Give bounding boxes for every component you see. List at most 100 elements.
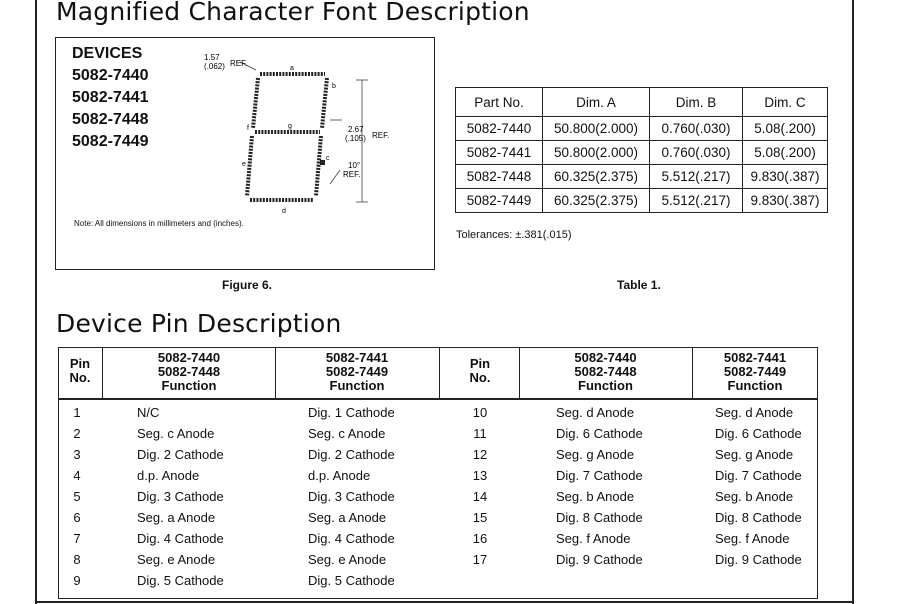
pin-function: Seg. b Anode — [556, 489, 635, 504]
devices-label: DEVICES — [72, 45, 143, 62]
seg-label-b: b — [332, 83, 336, 90]
pin-number: 8 — [73, 552, 81, 567]
segment-b — [320, 77, 329, 129]
dim-right-ref: REF. — [372, 131, 389, 140]
segment-dp — [320, 160, 325, 165]
header-func-7440: 5082-7440 5082-7448 Function — [104, 351, 274, 393]
seg-label-d: d — [282, 208, 286, 215]
dim-right-value: 2.67 — [348, 125, 364, 134]
dim-top-inch: (.062) — [204, 62, 225, 71]
dim-top-value: 1.57 — [204, 53, 220, 62]
pin-function: Dig. 3 Cathode — [137, 489, 224, 504]
cell: 0.760(.030) — [649, 116, 743, 141]
pin-function: Dig. 8 Cathode — [715, 510, 802, 525]
cell: 5082-7440 — [455, 116, 543, 141]
pin-function: d.p. Anode — [137, 468, 200, 483]
device-part: 5082-7448 — [72, 111, 149, 128]
pin-number: 4 — [73, 468, 81, 483]
pin-function: Seg. b Anode — [715, 489, 794, 504]
table-row: 5082-7449 60.325(2.375) 5.512(.217) 9.83… — [455, 188, 828, 213]
figure-box — [55, 37, 435, 270]
cell: 60.325(2.375) — [542, 188, 650, 213]
table-caption: Table 1. — [617, 278, 661, 292]
seven-segment-diagram: 1.57 (.062) REF. 2.67 (.105) REF. 10° RE… — [204, 53, 389, 215]
pin-function: Dig. 7 Cathode — [715, 468, 802, 483]
header-pin-no: Pin No. — [69, 356, 91, 385]
pin-number: 3 — [73, 447, 81, 462]
header-line: 5082-7448 — [574, 364, 637, 379]
pin-function: Dig. 4 Cathode — [137, 531, 224, 546]
header-line: 5082-7440 — [574, 350, 637, 365]
pin-function: Dig. 2 Cathode — [137, 447, 224, 462]
header-func-7441: 5082-7441 5082-7449 Function — [276, 351, 438, 393]
cell: 50.800(2.000) — [542, 116, 650, 141]
pin-number: 12 — [472, 447, 488, 462]
header-line: Function — [578, 378, 633, 393]
segment-c — [314, 135, 323, 197]
pin-function: Dig. 5 Cathode — [308, 573, 395, 588]
pin-function: Dig. 6 Cathode — [556, 426, 643, 441]
pin-function: Seg. f Anode — [715, 531, 790, 546]
seg-label-c: c — [326, 155, 330, 162]
pin-function: Seg. a Anode — [308, 510, 387, 525]
pin-number: 11 — [473, 426, 487, 441]
page-right-border — [852, 0, 854, 604]
pin-number: 17 — [472, 552, 488, 567]
header-line: Function — [161, 378, 217, 393]
pin-function: Seg. d Anode — [715, 405, 794, 420]
header-dim-a: Dim. A — [542, 87, 650, 117]
dim-top-ref: REF. — [230, 59, 247, 68]
pin-number: 9 — [73, 573, 81, 588]
pin-number: 6 — [73, 510, 81, 525]
page-bottom-border — [35, 601, 854, 603]
font-description-heading: Magnified Character Font Description — [56, 0, 530, 26]
table-row: 5082-7440 50.800(2.000) 0.760(.030) 5.08… — [455, 116, 828, 141]
pin-number: 5 — [73, 489, 81, 504]
pin-function: Dig. 5 Cathode — [137, 573, 224, 588]
pin-description-heading: Device Pin Description — [56, 309, 342, 338]
seg-label-g: g — [288, 123, 292, 130]
pin-function: d.p. Anode — [308, 468, 371, 483]
cell: 5082-7449 — [455, 188, 543, 213]
table-row: 5082-7448 60.325(2.375) 5.512(.217) 9.83… — [455, 164, 828, 189]
segment-e — [245, 135, 254, 197]
pin-divider — [519, 347, 520, 398]
pin-function: Dig. 1 Cathode — [308, 405, 395, 420]
pin-function: Dig. 9 Cathode — [556, 552, 643, 567]
cell: 5082-7441 — [455, 140, 543, 165]
header-func-7441-right: 5082-7441 5082-7449 Function — [694, 351, 816, 393]
pin-number: 2 — [73, 426, 81, 441]
device-part: 5082-7449 — [72, 133, 149, 150]
angle-ref: REF. — [343, 170, 360, 179]
header-line: 5082-7441 — [325, 350, 389, 365]
seg-label-f: f — [247, 125, 249, 132]
pin-function: Dig. 2 Cathode — [308, 447, 395, 462]
cell: 0.760(.030) — [649, 140, 743, 165]
pin-number: 13 — [472, 468, 488, 483]
figure-caption: Figure 6. — [222, 278, 273, 292]
cell: 5.512(.217) — [649, 188, 743, 213]
pin-function: Dig. 8 Cathode — [556, 510, 643, 525]
pin-number: 10 — [472, 405, 488, 420]
table-row: 5082-7441 50.800(2.000) 0.760(.030) 5.08… — [455, 140, 828, 165]
pin-function: Seg. c Anode — [308, 426, 386, 441]
pin-function: Seg. g Anode — [556, 447, 635, 462]
header-line: 5082-7449 — [723, 364, 787, 379]
pin-function: Dig. 7 Cathode — [556, 468, 643, 483]
pin-divider — [102, 347, 103, 398]
pin-function: Dig. 6 Cathode — [715, 426, 802, 441]
header-line: 5082-7440 — [157, 350, 221, 365]
pin-function: Dig. 3 Cathode — [308, 489, 395, 504]
header-dim-b: Dim. B — [649, 87, 743, 117]
cell: 5082-7448 — [455, 164, 543, 189]
pin-function: N/C — [137, 405, 160, 420]
pin-number: 1 — [73, 405, 81, 420]
pin-function: Seg. c Anode — [137, 426, 215, 441]
pin-function: Dig. 9 Cathode — [715, 552, 802, 567]
cell: 5.08(.200) — [742, 140, 828, 165]
header-part-no: Part No. — [455, 87, 543, 117]
pin-divider — [692, 347, 693, 398]
pin-divider — [439, 347, 440, 398]
tolerance-note: Tolerances: ±.381(.015) — [456, 229, 572, 241]
dimension-table: Part No. Dim. A Dim. B Dim. C 5082-7440 … — [455, 87, 828, 213]
